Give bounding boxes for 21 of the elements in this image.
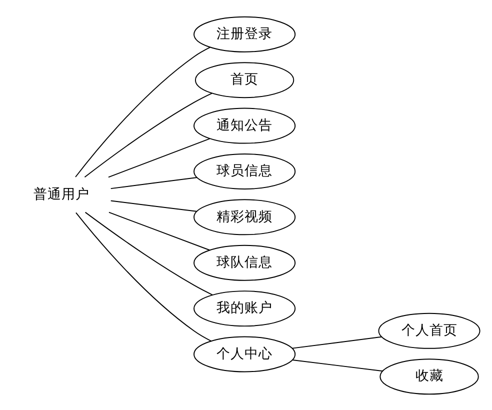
connector: [75, 46, 211, 177]
connector: [292, 359, 384, 372]
connector: [108, 138, 210, 178]
connector: [108, 211, 210, 250]
node-text: 普通用户: [33, 186, 90, 202]
connector: [84, 92, 212, 178]
node-ellipse: 球员信息: [194, 152, 296, 189]
node-ellipse: 收藏: [380, 358, 479, 394]
node-ellipse: 个人中心: [194, 336, 296, 372]
connector: [84, 211, 213, 295]
connector: [292, 336, 382, 348]
node-ellipse: 注册登录: [194, 16, 296, 52]
node-ellipse: 我的账户: [194, 290, 296, 326]
node-ellipse: 精彩视频: [194, 198, 296, 235]
node-ellipse: 个人首页: [378, 312, 480, 348]
connector: [110, 176, 198, 189]
connector: [76, 212, 212, 342]
node-ellipse: 球队信息: [194, 244, 296, 280]
connector: [110, 200, 198, 212]
node-ellipse: 通知公告: [194, 107, 296, 144]
node-ellipse: 首页: [194, 62, 294, 98]
